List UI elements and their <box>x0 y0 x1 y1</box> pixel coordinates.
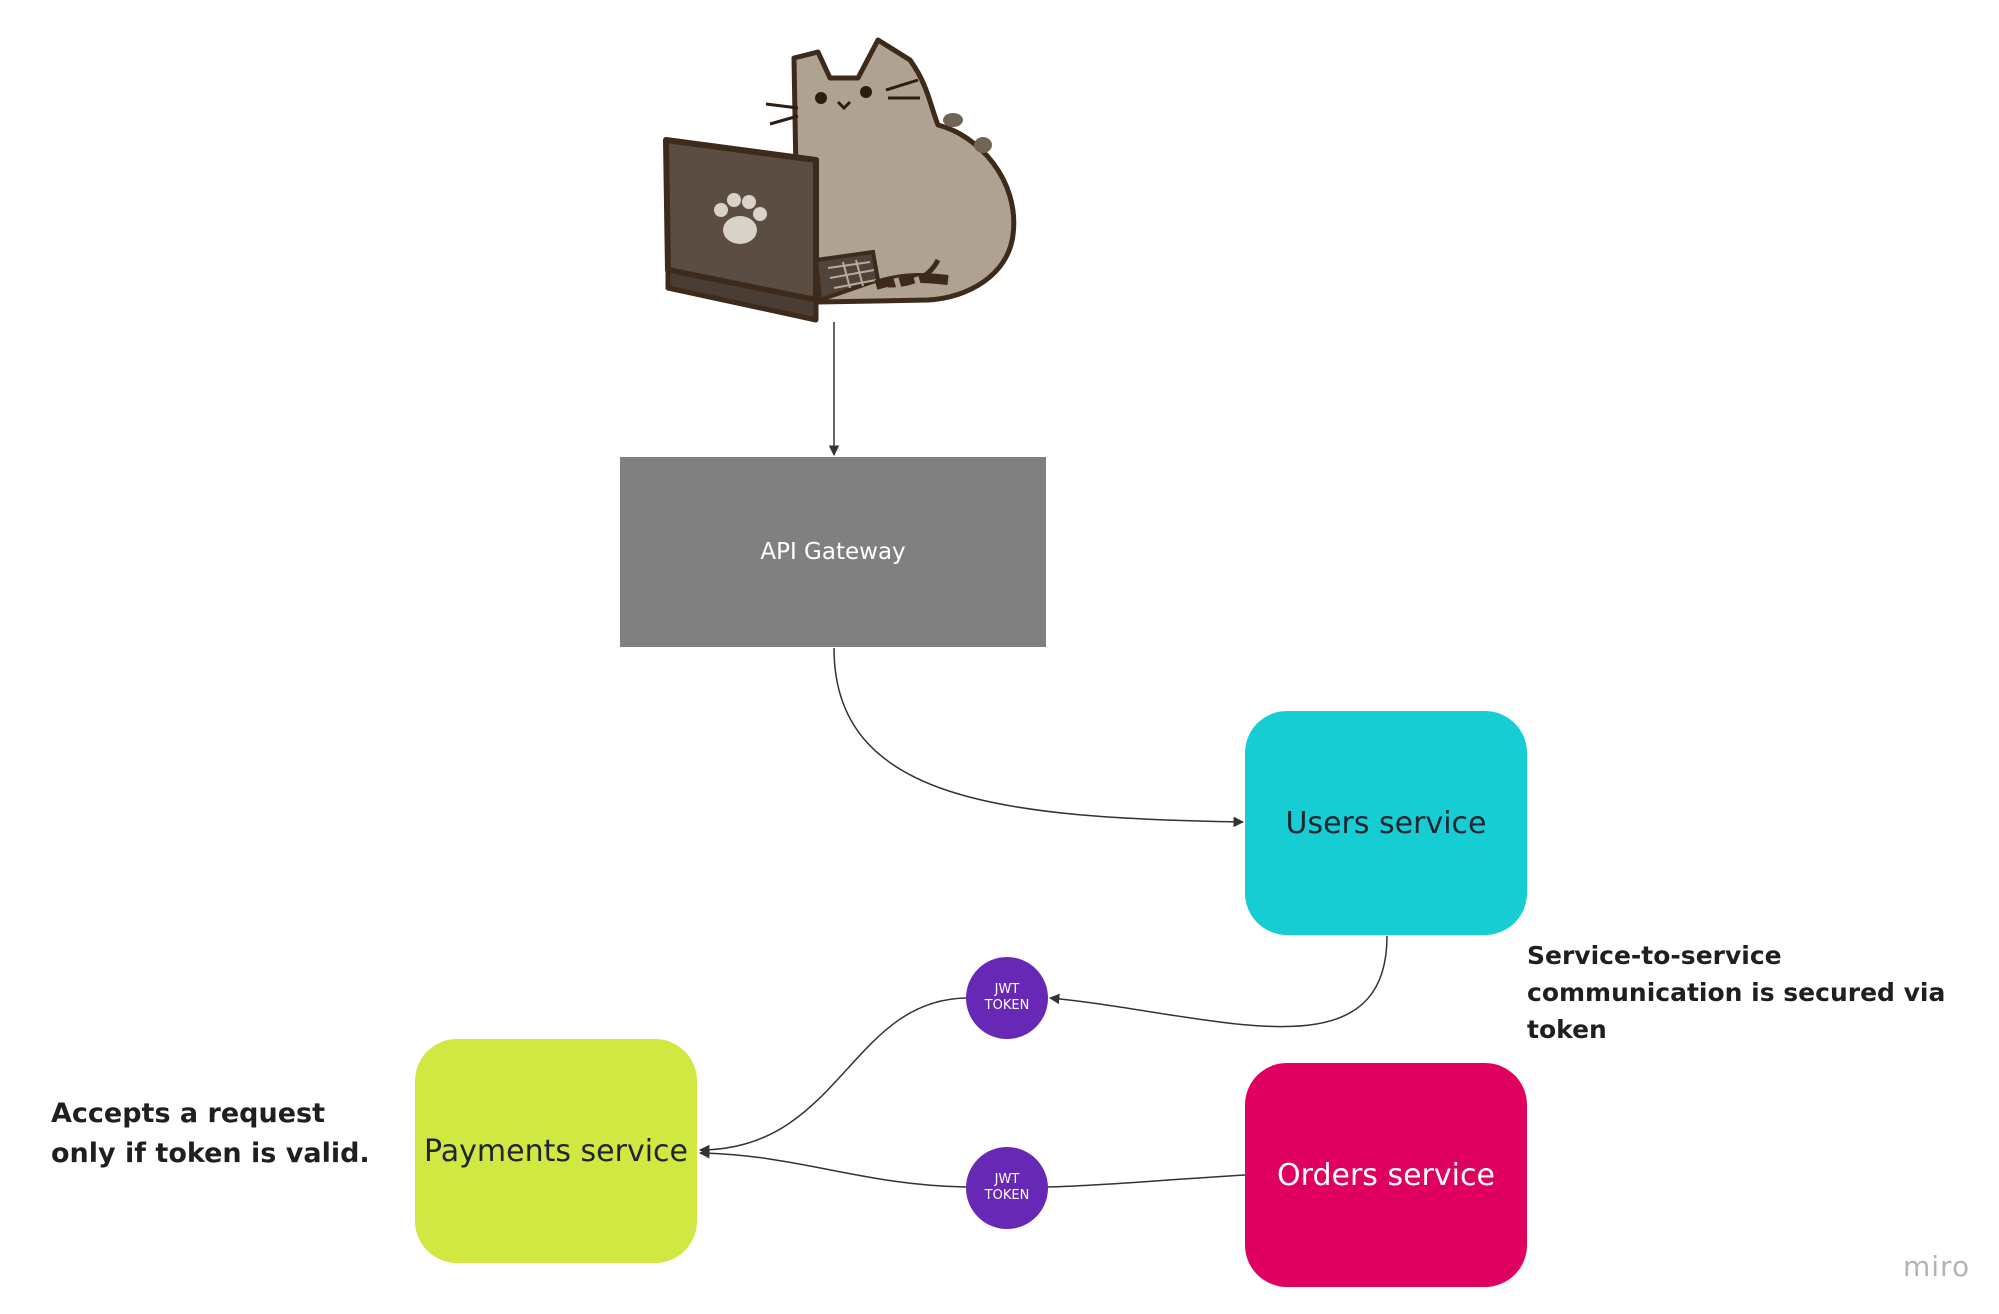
payments-service-label: Payments service <box>424 1133 688 1169</box>
paw-icon <box>714 193 767 244</box>
security-note: Service-to-service communication is secu… <box>1527 941 1946 1044</box>
jwt-token-line2: TOKEN <box>984 1188 1030 1203</box>
edge-gateway-to-users <box>833 647 1245 828</box>
users-service-node: Users service <box>1245 711 1527 935</box>
orders-service-node: Orders service <box>1245 1063 1527 1287</box>
api-gateway-node: API Gateway <box>620 457 1046 647</box>
miro-watermark: miro <box>1903 1250 1971 1283</box>
edge-token-to-payments <box>698 997 967 1156</box>
jwt-token-line1: JWT <box>994 1172 1020 1187</box>
edge-orders-to-token <box>1047 1174 1246 1188</box>
cat-with-laptop-icon <box>663 37 1017 323</box>
edge-users-to-token <box>1048 935 1388 1028</box>
jwt-token-line1: JWT <box>994 982 1020 997</box>
edge-token-to-payments-2 <box>698 1147 967 1188</box>
users-service-label: Users service <box>1285 805 1487 841</box>
api-gateway-label: API Gateway <box>760 539 906 565</box>
jwt-token-badge: JWT TOKEN <box>966 957 1048 1039</box>
payments-note: Accepts a request only if token is valid… <box>51 1098 370 1169</box>
payments-service-node: Payments service <box>415 1039 697 1263</box>
orders-service-label: Orders service <box>1277 1157 1495 1193</box>
jwt-token-line2: TOKEN <box>984 998 1030 1013</box>
jwt-token-badge: JWT TOKEN <box>966 1147 1048 1229</box>
